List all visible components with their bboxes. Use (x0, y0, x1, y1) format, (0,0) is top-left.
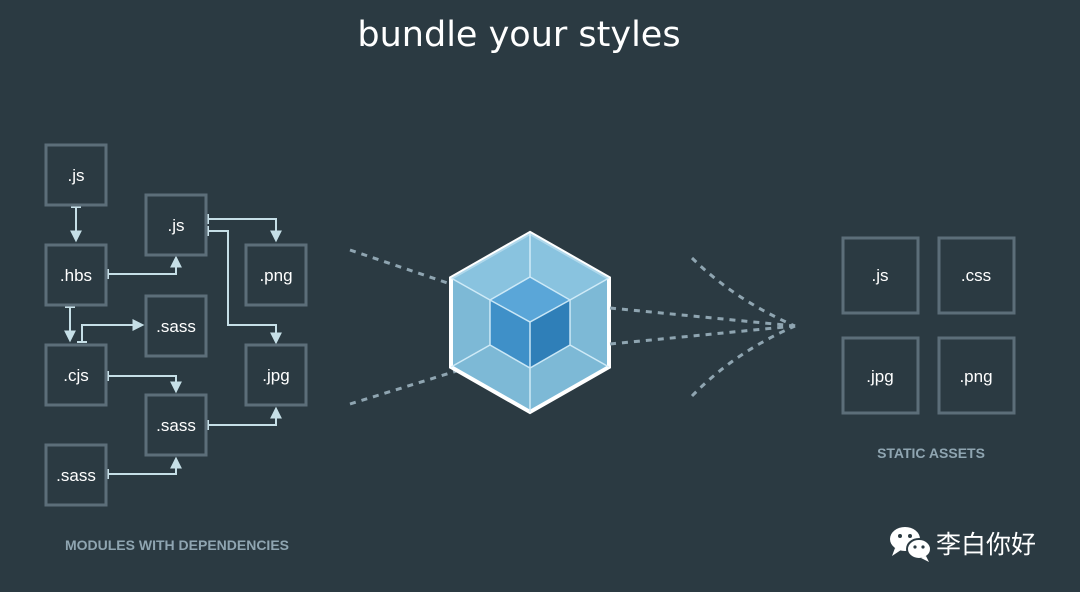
output-dashed-lines (609, 256, 796, 398)
dashed-curve-lower (690, 324, 796, 398)
asset-box-jpg (841, 336, 920, 415)
module-label-sass-bottom: .sass (56, 466, 96, 485)
module-boxes (44, 143, 308, 507)
module-box-sass-middle (144, 393, 208, 457)
page-title: bundle your styles (357, 15, 680, 55)
modules-caption: MODULES WITH DEPENDENCIES (65, 537, 289, 553)
module-box-js-top (44, 143, 108, 207)
webpack-cube-logo (449, 230, 611, 415)
asset-boxes (841, 236, 1016, 415)
module-box-js-mid (144, 193, 208, 257)
module-label-png: .png (259, 266, 292, 285)
dashed-curve-upper (690, 256, 796, 328)
watermark-text: 李白你好 (936, 531, 1036, 559)
module-box-cjs (44, 343, 108, 407)
module-box-sass-upper (144, 294, 208, 358)
module-labels: .js .js .hbs .png .sass .cjs .jpg .sass … (56, 166, 292, 485)
module-label-sass-upper: .sass (156, 317, 196, 336)
connector-sass-to-jpg (208, 406, 282, 426)
asset-box-png (937, 336, 1016, 415)
dashed-line-upper-out (609, 306, 796, 328)
connector-hbs-to-js (108, 255, 182, 275)
module-label-js-top: .js (68, 166, 85, 185)
dependency-connectors (64, 206, 282, 479)
module-box-png (244, 243, 308, 307)
connector-js-to-jpg (208, 230, 282, 345)
module-box-sass-bottom (44, 443, 108, 507)
module-label-sass-middle: .sass (156, 416, 196, 435)
asset-box-css (937, 236, 1016, 315)
module-label-hbs: .hbs (60, 266, 92, 285)
module-label-cjs: .cjs (63, 366, 89, 385)
module-box-jpg (244, 343, 308, 407)
asset-label-jpg: .jpg (866, 367, 893, 386)
dashed-line-lower-out (609, 324, 796, 346)
connector-js-to-png (208, 218, 282, 243)
module-label-jpg: .jpg (262, 366, 289, 385)
wechat-icon (890, 527, 932, 562)
connector-cjs-to-sass-middle (108, 375, 182, 394)
module-box-hbs (44, 243, 108, 307)
module-label-js-mid: .js (168, 216, 185, 235)
connector-cjs-to-sass (81, 319, 145, 342)
connector-sass-to-sass (108, 456, 182, 475)
asset-labels: .js .css .jpg .png (866, 266, 992, 386)
assets-caption: STATIC ASSETS (877, 445, 985, 461)
asset-label-js: .js (872, 266, 889, 285)
asset-label-css: .css (961, 266, 991, 285)
asset-label-png: .png (959, 367, 992, 386)
asset-box-js (841, 236, 920, 315)
